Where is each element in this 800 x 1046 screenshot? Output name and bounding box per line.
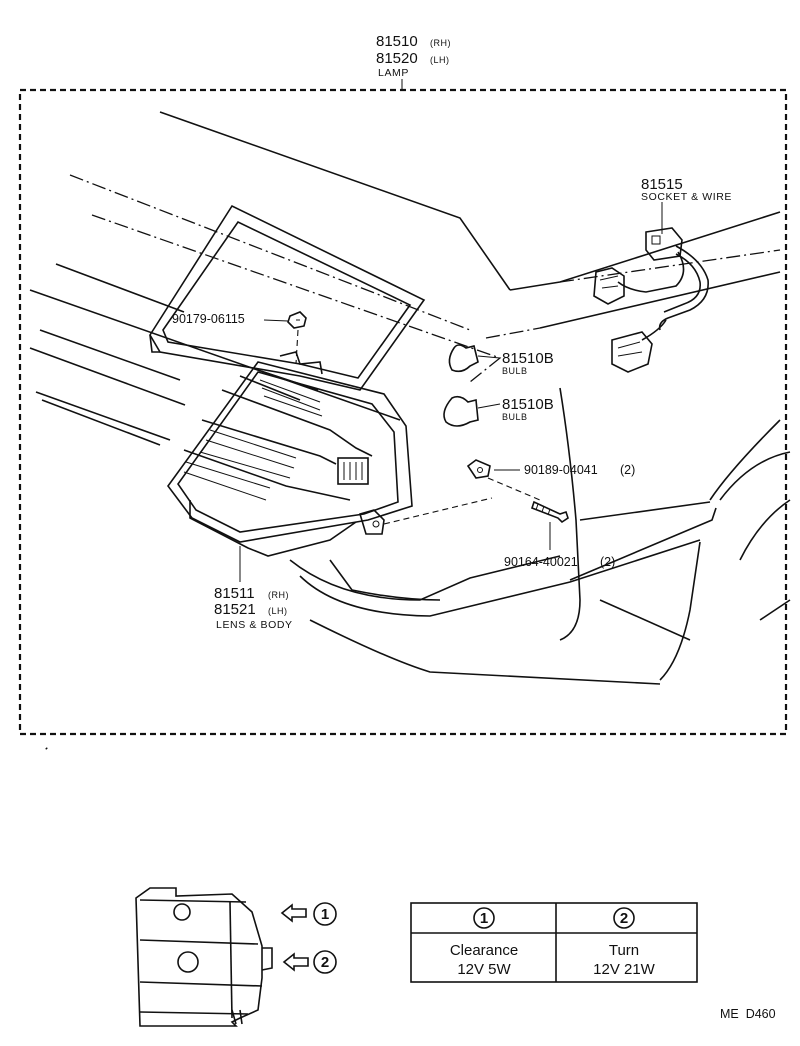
lamp-lh-number: 81520 <box>376 50 418 67</box>
lens-lh-tag: (LH) <box>268 606 288 616</box>
screw-quantity: (2) <box>600 555 615 569</box>
bulb2-description: BULB <box>502 412 528 422</box>
vehicle-body <box>29 111 791 685</box>
bulb-position-inset: 1 2 <box>135 887 337 1027</box>
lamp-rh-number: 81510 <box>376 33 418 50</box>
lamp-assembly-label: 81510 (RH) 81520 (LH) LAMP <box>376 33 451 90</box>
inset-position-2: 2 <box>321 954 329 971</box>
lens-lh-number: 81521 <box>214 601 256 618</box>
lamp-rh-tag: (RH) <box>430 38 451 48</box>
lens-body-label: 81511 (RH) 81521 (LH) LENS & BODY <box>214 546 293 631</box>
bulb1-number: 81510B <box>502 350 554 367</box>
table-cell-clearance: Clearance <box>450 942 518 959</box>
bulb1-description: BULB <box>502 366 528 376</box>
lens-body-assembly <box>167 351 493 557</box>
table-cell-clearance-spec: 12V 5W <box>457 961 511 978</box>
lamp-lh-tag: (LH) <box>430 55 450 65</box>
nut-part: 90179-06115 <box>172 311 307 365</box>
clip-part: 90189-04041 (2) <box>466 459 635 501</box>
bulb2-number: 81510B <box>502 396 554 413</box>
table-cell-turn-spec: 12V 21W <box>593 961 656 978</box>
bulb-spec-table: 1 2 Clearance Turn 12V 5W 12V 21W <box>410 902 698 983</box>
table-header-1: 1 <box>480 910 488 927</box>
table-header-2: 2 <box>620 910 628 927</box>
bulb-1: 81510B BULB <box>448 344 554 376</box>
socket-number: 81515 <box>641 176 683 193</box>
socket-wire-part: 81515 SOCKET & WIRE <box>593 176 732 373</box>
inset-position-1: 1 <box>321 906 329 923</box>
assembly-boundary <box>18 88 788 736</box>
lamp-description: LAMP <box>378 67 409 79</box>
lens-rh-tag: (RH) <box>268 590 289 600</box>
diagram-code: ME D460 <box>720 1007 776 1021</box>
clip-quantity: (2) <box>620 463 635 477</box>
nut-number: 90179-06115 <box>172 312 245 326</box>
boundary-dot <box>45 747 48 750</box>
socket-description: SOCKET & WIRE <box>641 191 732 203</box>
table-cell-turn: Turn <box>609 942 639 959</box>
lens-description: LENS & BODY <box>216 619 293 631</box>
bulb-2: 81510B BULB <box>443 395 554 427</box>
clip-number: 90189-04041 <box>524 463 598 477</box>
screw-number: 90164-40021 <box>504 555 578 569</box>
lens-rh-number: 81511 <box>214 585 255 602</box>
lamp-gasket <box>149 204 426 391</box>
screw-part: 90164-40021 (2) <box>504 500 615 569</box>
